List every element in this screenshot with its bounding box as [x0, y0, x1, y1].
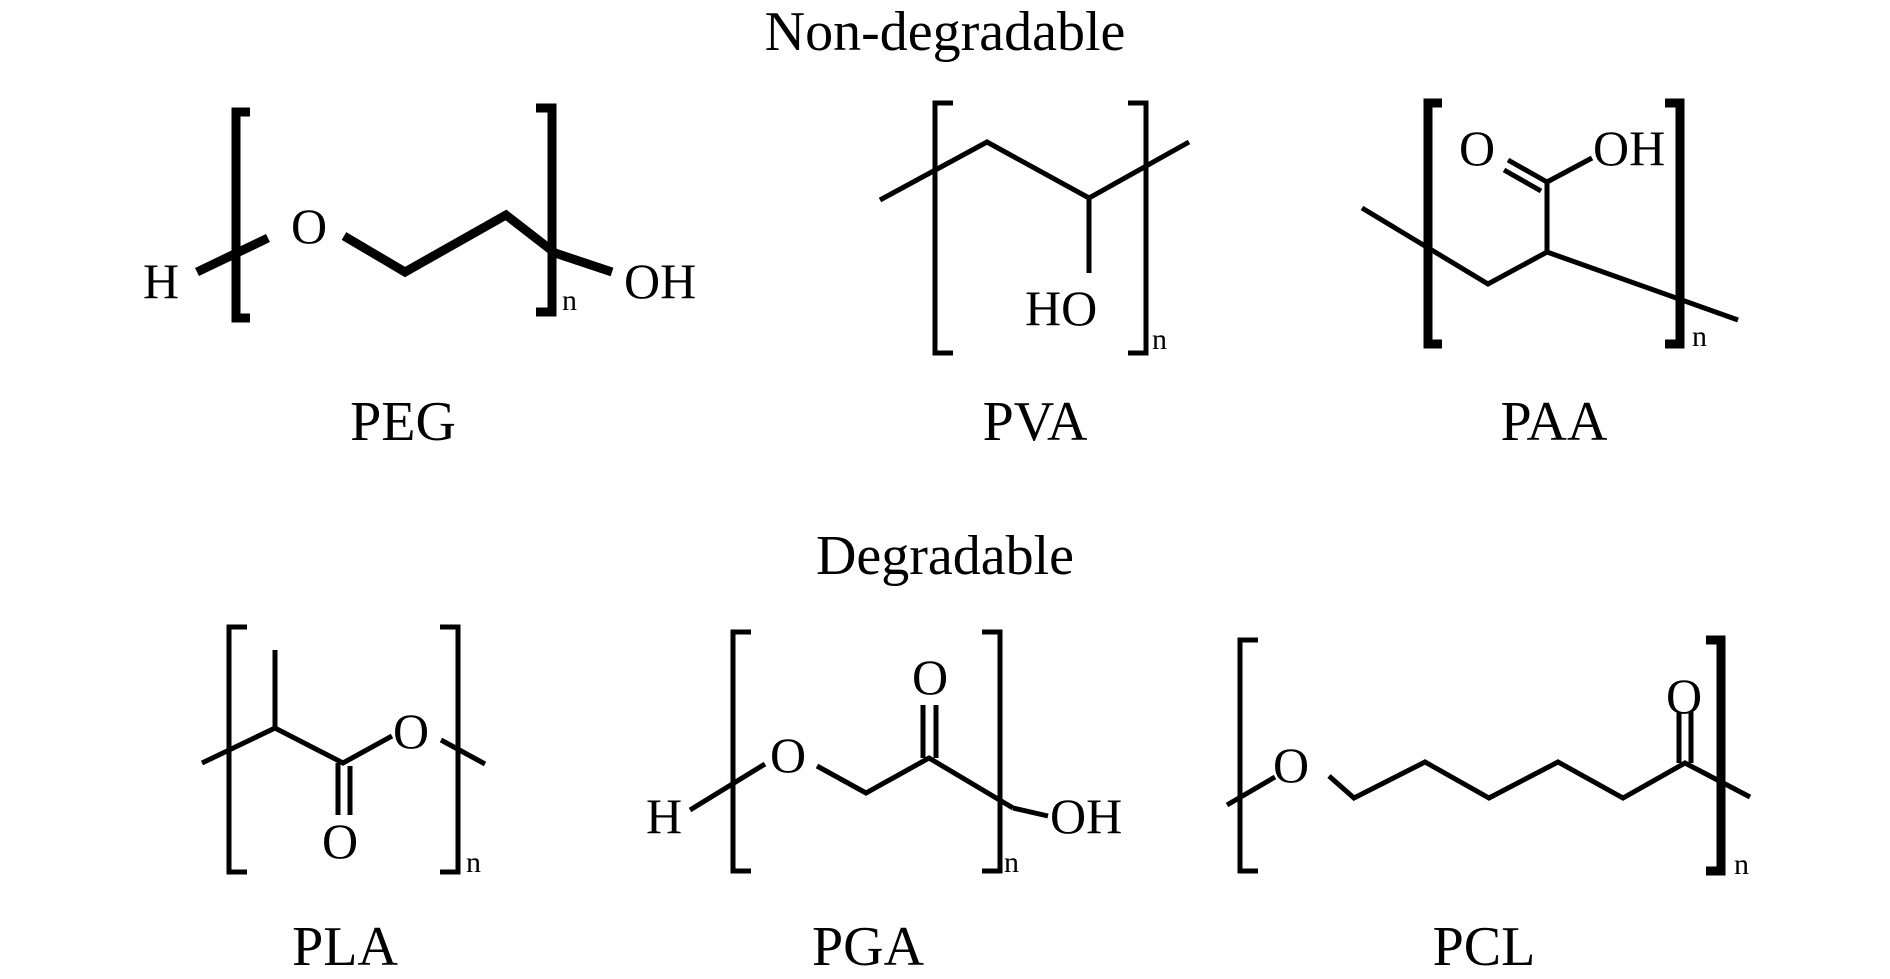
pla-bond [439, 737, 487, 767]
peg-structure: H O n OH [143, 103, 696, 323]
pla-label: PLA [292, 916, 398, 978]
pva-structure: HO n [878, 100, 1191, 356]
pva-subscript-n: n [1152, 323, 1167, 356]
paa-bond [1506, 157, 1549, 185]
paa-bracket-left [1423, 98, 1442, 349]
peg-atom-h: H [143, 253, 179, 309]
pga-subscript-n: n [1004, 846, 1019, 879]
pla-bracket-right [440, 624, 461, 875]
paa-subscript-n: n [1692, 320, 1707, 353]
pga-atom-o: O [770, 727, 806, 783]
pva-atom-ho: HO [1025, 280, 1097, 336]
pcl-bracket-left [1237, 637, 1258, 874]
pga-label: PGA [812, 916, 925, 978]
pcl-atom-o-carbonyl: O [1666, 668, 1702, 724]
paa-label: PAA [1501, 391, 1608, 453]
pga-atom-oh: OH [1050, 788, 1122, 844]
degradable-title: Degradable [816, 525, 1074, 587]
pcl-subscript-n: n [1734, 848, 1749, 881]
pla-atom-o-carbonyl: O [322, 813, 358, 869]
non-degradable-title: Non-degradable [765, 1, 1126, 63]
pga-bracket-right [982, 629, 1003, 874]
paa-atom-o: O [1459, 120, 1495, 176]
pcl-label: PCL [1433, 916, 1536, 978]
peg-atom-o: O [291, 198, 327, 254]
pga-chain-bond [815, 755, 1015, 811]
pga-bond [688, 761, 767, 813]
pva-bracket-left [932, 100, 953, 356]
peg-atom-oh: OH [624, 253, 696, 309]
pcl-bond [1225, 774, 1277, 808]
pva-label: PVA [983, 391, 1088, 453]
pcl-structure: O O n [1225, 635, 1752, 881]
peg-chain-bond [341, 209, 558, 278]
paa-bracket-right [1665, 98, 1685, 349]
paa-structure: O OH n [1360, 98, 1739, 353]
paa-bond [1545, 155, 1594, 185]
pla-subscript-n: n [466, 846, 481, 879]
pga-bracket-left [730, 629, 751, 874]
pva-chain-bond [878, 139, 1191, 203]
peg-bond [553, 248, 614, 277]
pla-chain-bond [200, 725, 394, 766]
paa-atom-oh: OH [1593, 120, 1665, 176]
pva-bracket-right [1128, 100, 1149, 356]
peg-bracket-right [536, 103, 557, 317]
peg-bracket-left [231, 107, 250, 323]
peg-subscript-n: n [562, 284, 577, 317]
paa-double-bond [1502, 167, 1543, 194]
pga-atom-h: H [646, 788, 682, 844]
pcl-chain-bond [1327, 759, 1752, 801]
pla-structure: O O n [200, 624, 487, 879]
peg-label: PEG [350, 391, 456, 453]
pga-structure: H O O n OH [646, 629, 1122, 879]
pga-atom-o-carbonyl: O [912, 649, 948, 705]
pga-bond [1012, 805, 1049, 819]
pcl-bracket-right [1706, 635, 1726, 876]
pla-atom-o-ring: O [393, 703, 429, 759]
pcl-atom-o: O [1273, 737, 1309, 793]
paa-chain-bond [1360, 205, 1739, 323]
